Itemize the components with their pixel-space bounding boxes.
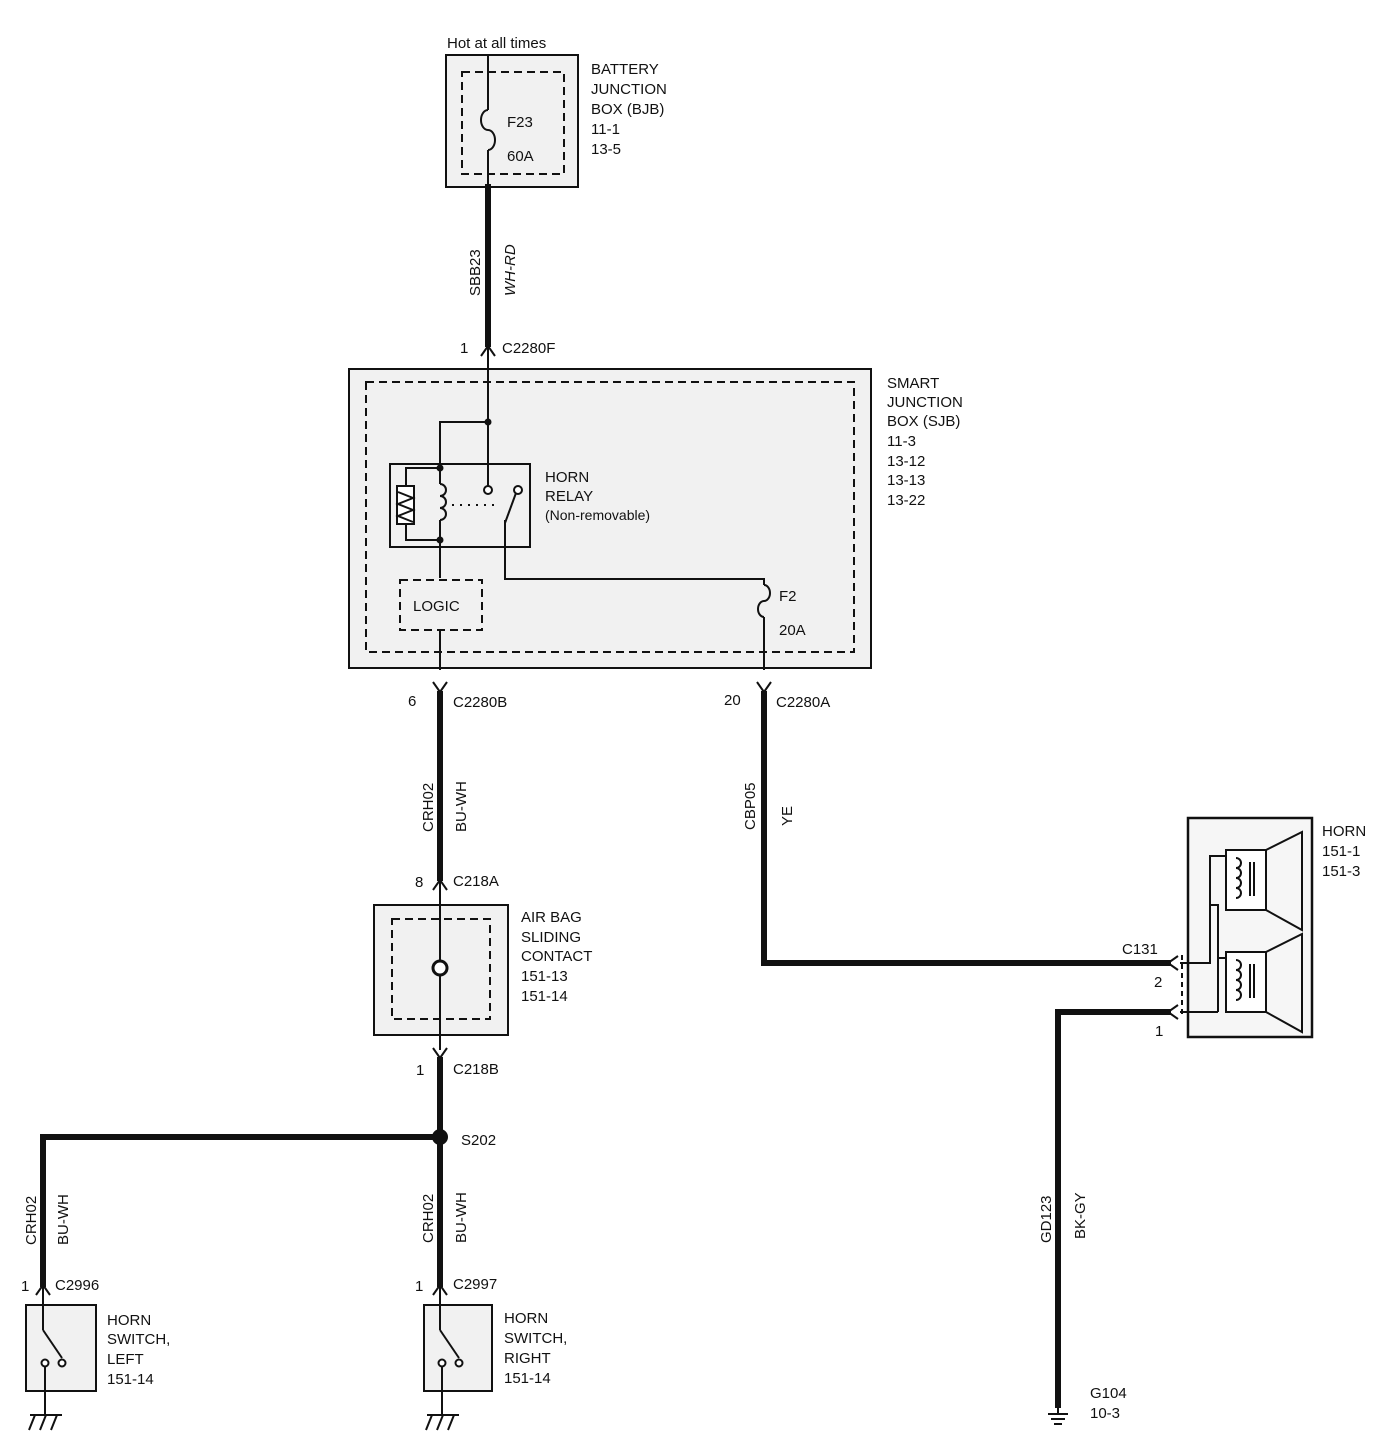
fuse-f2-rating: 20A [779, 622, 806, 639]
fuse-f2-symbol [757, 584, 771, 670]
sjb-internal-wiring [439, 368, 492, 490]
connector-c131-name: C131 [1122, 941, 1158, 958]
air-bag-sliding-contact [373, 880, 509, 1050]
connector-c2280f-pin: 1 [460, 340, 468, 357]
wire-sbb23-circuit: SBB23 [467, 249, 484, 296]
connector-c131-pin-2: 2 [1154, 974, 1162, 991]
connector-c2280b-symbol [432, 681, 448, 694]
wire-crh02-left [40, 1134, 443, 1287]
connector-c2280a-name: C2280A [776, 694, 830, 711]
battery-junction-box [445, 54, 579, 188]
ground-symbol-right [425, 1414, 459, 1431]
connector-c218b-pin: 1 [416, 1062, 424, 1079]
connector-c218a-pin: 8 [415, 874, 423, 891]
horn-switch-right [423, 1285, 493, 1415]
horn-switch-left [25, 1285, 97, 1415]
connector-c2996-pin: 1 [21, 1278, 29, 1295]
horn-assembly [1180, 816, 1314, 1039]
wire-crh02-left-color: BU-WH [55, 1194, 72, 1245]
connector-c2997-pin: 1 [415, 1278, 423, 1295]
fuse-f23-label: F23 [507, 114, 533, 131]
wire-crh02-right-color: BU-WH [453, 1192, 470, 1243]
connector-c2280b-pin: 6 [408, 693, 416, 710]
fuse-f23-symbol [480, 55, 496, 187]
horn-relay-label: HORN RELAY (Non-removable) [545, 469, 650, 523]
wire-gd123-color: BK-GY [1072, 1192, 1089, 1239]
logic-label: LOGIC [413, 598, 460, 615]
wire-crh02-right-circuit: CRH02 [420, 1194, 437, 1243]
air-bag-sliding-contact-label: AIR BAG SLIDING CONTACT 151-13 151-14 [521, 909, 596, 1005]
smart-junction-box [348, 368, 872, 669]
wire-crh02-circuit: CRH02 [420, 783, 437, 832]
horn-label: HORN 151-1 151-3 [1322, 823, 1370, 880]
bjb-label: BATTERY JUNCTION BOX (BJB) 11-1 13-5 [591, 61, 671, 158]
connector-c131-pin-1: 1 [1155, 1023, 1163, 1040]
sjb-label: SMART JUNCTION BOX (SJB) 11-3 13-12 13-1… [887, 375, 967, 509]
ground-g104-label: G104 10-3 [1090, 1385, 1131, 1422]
horn-switch-left-label: HORN SWITCH, LEFT 151-14 [107, 1312, 175, 1388]
horn-relay [389, 463, 765, 585]
hot-at-all-times-label: Hot at all times [447, 35, 546, 52]
connector-c2996-name: C2996 [55, 1277, 99, 1294]
wire-crh02-color: BU-WH [453, 781, 470, 832]
wire-cbp05 [761, 691, 1171, 966]
connector-c2997-name: C2997 [453, 1276, 497, 1293]
ground-symbol-left [28, 1414, 62, 1431]
connector-c218a-name: C218A [453, 873, 499, 890]
wire-gd123-circuit: GD123 [1038, 1195, 1055, 1243]
connector-c2280a-symbol [756, 681, 772, 694]
wire-cbp05-color: YE [779, 806, 796, 826]
wire-gd123 [1055, 1009, 1171, 1408]
fuse-f23-rating: 60A [507, 148, 534, 165]
wire-sbb23-color: WH-RD [502, 244, 519, 296]
horn-switch-right-label: HORN SWITCH, RIGHT 151-14 [504, 1310, 572, 1387]
connector-c2280b-name: C2280B [453, 694, 507, 711]
fuse-f2-label: F2 [779, 588, 797, 605]
connector-c2280f-name: C2280F [502, 340, 555, 357]
connector-c2280a-pin: 20 [724, 692, 741, 709]
ground-g104-symbol [1048, 1405, 1068, 1425]
wire-crh02-left-circuit: CRH02 [23, 1196, 40, 1245]
splice-s202-label: S202 [461, 1132, 496, 1149]
wire-cbp05-circuit: CBP05 [742, 782, 759, 830]
connector-c218b-name: C218B [453, 1061, 499, 1078]
